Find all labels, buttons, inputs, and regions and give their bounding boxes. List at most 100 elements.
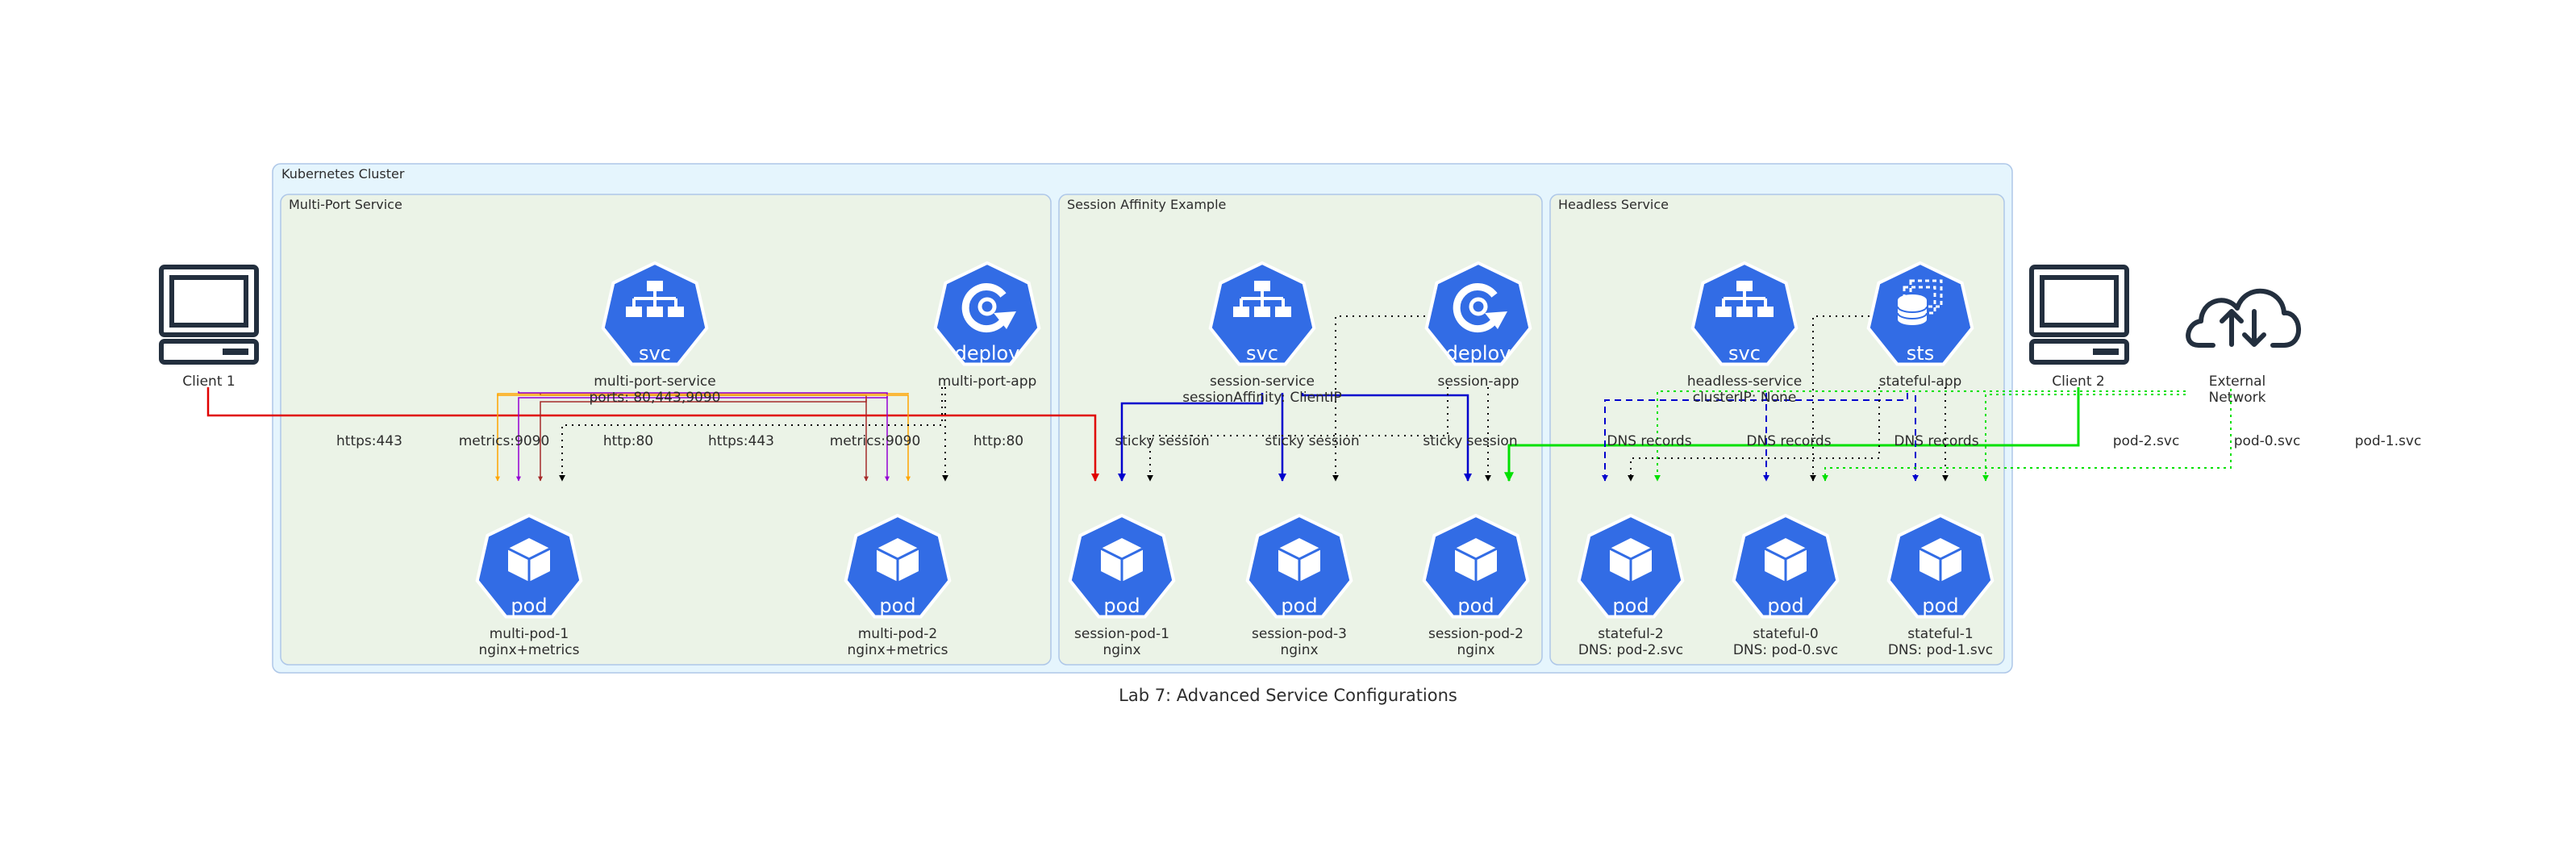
service-icon: svc (601, 261, 709, 366)
node-badge: pod (1457, 595, 1494, 617)
client-2-label: Client 2 (2052, 374, 2104, 390)
edge-client1-session (206, 387, 1099, 482)
pod-icon: pod (1245, 513, 1353, 619)
node-sublabel: nginx (1103, 642, 1140, 658)
node-badge: deploy (955, 342, 1020, 365)
pod-icon: pod (844, 513, 952, 619)
edge-https-pod2 (497, 394, 911, 482)
node-label: stateful-0 (1753, 626, 1819, 642)
edge-label-dns-2: DNS records (1746, 433, 1831, 449)
edges (206, 315, 2232, 482)
cluster-headless-label: Headless Service (1558, 197, 1669, 212)
node-badge: svc (1728, 342, 1761, 365)
node-badge: pod (1612, 595, 1649, 617)
edge-label-dns-3: DNS records (1894, 433, 1978, 449)
node-label: multi-pod-2 (858, 626, 938, 642)
node-label: headless-service (1687, 374, 1802, 390)
external-network-label-2: Network (2209, 390, 2266, 406)
edge-label-https-2: https:443 (708, 433, 774, 449)
client-2[interactable]: Client 2 (2029, 265, 2129, 390)
node-badge: pod (879, 595, 915, 617)
edge-label-https-1: https:443 (336, 433, 402, 449)
page-title: Lab 7: Advanced Service Configurations (1119, 686, 1457, 705)
edge-dns-st2 (1602, 393, 1908, 482)
deployment-icon: deploy (1424, 261, 1532, 366)
node-label: session-pod-2 (1428, 626, 1524, 642)
node-sublabel: ports: 80,443,9090 (590, 390, 721, 406)
node-label: multi-port-app (938, 374, 1037, 390)
node-sublabel: nginx (1280, 642, 1318, 658)
edge-label-metrics-1: metrics:9090 (459, 433, 550, 449)
edge-labels: https:443 metrics:9090 http:80 https:443… (336, 433, 2421, 449)
node-badge: pod (1281, 595, 1317, 617)
edge-client2-session (1504, 387, 2080, 482)
edge-label-pod1svc: pod-1.svc (2355, 433, 2422, 449)
node-badge: pod (1922, 595, 1958, 617)
edge-ext-st1 (1982, 394, 2186, 482)
edge-label-http-2: http:80 (973, 433, 1023, 449)
node-label: stateful-1 (1907, 626, 1974, 642)
pod-icon: pod (475, 513, 583, 619)
node-sublabel: DNS: pod-0.svc (1733, 642, 1838, 658)
pod-icon: pod (1886, 513, 1995, 619)
cluster-multiport-label: Multi-Port Service (289, 197, 402, 212)
cluster-kubernetes-label: Kubernetes Cluster (281, 166, 405, 182)
external-network[interactable]: External Network (2186, 288, 2301, 406)
edge-sticky-pod1 (1118, 393, 1264, 482)
edge-sticky-pod2 (1301, 393, 1472, 482)
edge-deploy-pod1 (559, 387, 943, 482)
node-badge: pod (1767, 595, 1803, 617)
node-sublabel: nginx+metrics (479, 642, 580, 658)
node-sublabel: nginx (1457, 642, 1494, 658)
cloud-upload-download-icon (2186, 288, 2301, 348)
node-label: session-service (1210, 374, 1315, 390)
computer-icon (159, 265, 259, 365)
edge-https-pod1 (495, 393, 909, 482)
edge-label-sticky-3: sticky session (1423, 433, 1517, 449)
node-sublabel: DNS: pod-2.svc (1578, 642, 1683, 658)
external-network-label-1: External (2209, 374, 2266, 390)
edge-metrics-pod2 (518, 391, 890, 482)
node-badge: svc (639, 342, 671, 365)
service-icon: svc (1208, 261, 1316, 366)
node-label: multi-pod-1 (490, 626, 569, 642)
node-label: stateful-app (1879, 374, 1962, 390)
node-sublabel: DNS: pod-1.svc (1888, 642, 1993, 658)
node-label: session-app (1437, 374, 1519, 390)
node-sa-deploy[interactable]: deploy session-app (1424, 261, 1532, 390)
edge-label-sticky-1: sticky session (1115, 433, 1209, 449)
node-badge: svc (1246, 342, 1278, 365)
pod-icon: pod (1577, 513, 1685, 619)
edge-label-pod2svc: pod-2.svc (2113, 433, 2180, 449)
edge-sts-st2 (1628, 387, 1880, 482)
node-label: session-pod-1 (1074, 626, 1169, 642)
edge-label-dns-1: DNS records (1607, 433, 1691, 449)
node-badge: deploy (1446, 342, 1511, 365)
edge-label-http-1: http:80 (603, 433, 653, 449)
node-label: stateful-2 (1598, 626, 1664, 642)
node-label: session-pod-3 (1252, 626, 1347, 642)
service-icon: svc (1690, 261, 1799, 366)
node-sublabel: nginx+metrics (848, 642, 948, 658)
client-1[interactable]: Client 1 (159, 265, 259, 390)
edge-label-pod0svc: pod-0.svc (2234, 433, 2301, 449)
pod-icon: pod (1422, 513, 1530, 619)
pod-icon: pod (1068, 513, 1176, 619)
edge-label-sticky-2: sticky session (1265, 433, 1359, 449)
node-mp-deploy[interactable]: deploy multi-port-app (933, 261, 1041, 390)
pod-icon: pod (1732, 513, 1840, 619)
